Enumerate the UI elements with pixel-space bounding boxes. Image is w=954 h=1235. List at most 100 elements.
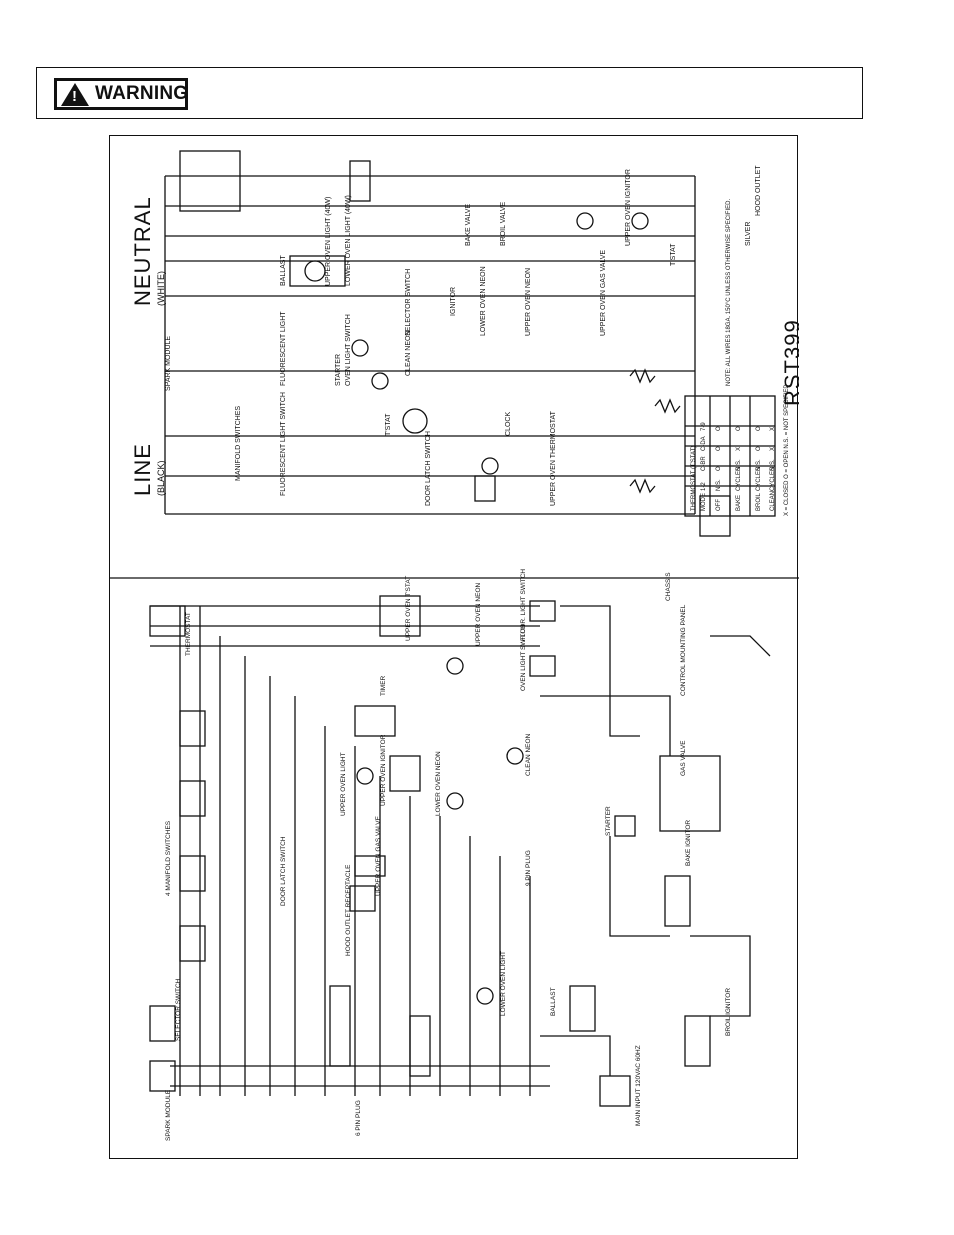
clean-neon-label: CLEAN NEON xyxy=(405,330,412,376)
neutral-subtitle: (WHITE) xyxy=(156,271,166,306)
wiring-upper-oven-ignitor-label: UPPER OVEN IGNITOR xyxy=(380,734,387,806)
wiring-lower-oven-neon-label: LOWER OVEN NEON xyxy=(435,751,442,816)
thermostat-header-3: C-DA xyxy=(701,436,707,451)
model-code: RST399 xyxy=(780,319,799,406)
bake-valve-label: BAKE VALVE xyxy=(465,204,472,246)
warning-banner xyxy=(36,67,863,119)
warning-label: ! WARNING xyxy=(54,78,188,110)
thermostat-header-0: MODE xyxy=(701,493,707,511)
wiring-diagram-frame: LINE (BLACK) NEUTRAL (WHITE) RST399 MANI… xyxy=(109,135,799,1159)
lower-oven-neon-symbol xyxy=(371,372,389,390)
spark-module-wiring xyxy=(149,1060,176,1092)
door-latch-switch-label: DOOR LATCH SWITCH xyxy=(425,431,432,506)
fluor-light-switch xyxy=(529,600,556,622)
lower-oven-neon-bulb xyxy=(446,792,464,810)
tstat-row-3-mode: CLEAN xyxy=(770,491,776,511)
warning-triangle-icon: ! xyxy=(61,82,89,106)
tstat-row-0-c1: N.S. xyxy=(716,479,722,491)
hood-outlet-receptacle xyxy=(349,885,376,912)
spark-module-box xyxy=(349,160,371,202)
wiring-manifold-switches-label: 4 MANIFOLD SWITCHES xyxy=(165,820,172,896)
wiring-ballast-label: BALLAST xyxy=(550,987,557,1016)
thermostat-table-title: THERMOSTAT (T'STAT) xyxy=(691,446,697,511)
wiring-lower-oven-light-label: LOWER OVEN LIGHT xyxy=(500,951,507,1016)
hood-outlet-label: HOOD OUTLET xyxy=(755,165,762,216)
tstat-label-1: T'STAT xyxy=(385,413,392,436)
wiring-gas-valve-label: GAS VALVE xyxy=(680,740,687,776)
schematic-notes: NOTE: ALL WIRES 18GA. 150°C UNLESS OTHER… xyxy=(726,199,732,386)
wiring-control-mounting-panel-label: CONTROL MOUNTING PANEL xyxy=(680,604,687,696)
schematic-tstat-label-2: T'STAT xyxy=(670,243,677,266)
thermostat-legend: X = CLOSED O = OPEN N.S. = NOT SPECIFIED xyxy=(784,384,790,516)
tstat-row-1-c3: X xyxy=(736,447,742,451)
tstat-row-1-mode: BAKE xyxy=(736,495,742,511)
starter-symbol xyxy=(304,260,326,282)
ignitor-label: IGNITOR xyxy=(450,287,457,316)
tstat-row-1-c1: CYCLES xyxy=(736,467,742,491)
broil-ignitor xyxy=(684,1015,711,1067)
wiring-upper-oven-tstat-label: UPPER OVEN T'STAT xyxy=(405,576,412,641)
wiring-chassis-label: CHASSIS xyxy=(665,572,672,601)
tstat-row-3-c1: CYCLES xyxy=(770,467,776,491)
upper-oven-light-symbol xyxy=(576,212,594,230)
tstat-row-0-c4: O xyxy=(716,426,722,431)
tstat-row-0-c2: O xyxy=(716,466,722,471)
clean-neon-bulb xyxy=(506,747,524,765)
wiring-selector-switch-label: SELECTOR SWITCH xyxy=(175,978,182,1041)
starter-box xyxy=(614,815,636,837)
oven-light-switch-label: OVEN LIGHT SWITCH xyxy=(345,314,352,386)
tstat-row-2-c3: O xyxy=(756,446,762,451)
manifold-switch-4 xyxy=(179,925,206,962)
manifold-switch-block xyxy=(179,150,241,212)
upper-oven-ignitor xyxy=(389,755,421,792)
bake-valve-coil xyxy=(629,368,656,384)
clock-label: CLOCK xyxy=(505,412,512,436)
wiring-plug-6pin-label: 6 PIN PLUG xyxy=(355,1100,362,1136)
wiring-plug-9pin-label: 9 PIN PLUG xyxy=(525,850,532,886)
wiring-upper-oven-light-label: UPPER OVEN LIGHT xyxy=(340,752,347,816)
gas-valve-symbol xyxy=(474,475,496,502)
manifold-switches-label: MANIFOLD SWITCHES xyxy=(235,406,242,481)
manifold-switch-1 xyxy=(179,710,206,747)
timer-block xyxy=(354,705,396,737)
tstat-row-2-mode: BROIL xyxy=(756,492,762,511)
clock-symbol xyxy=(402,408,428,434)
wiring-bake-ignitor-label: BAKE IGNITOR xyxy=(685,820,692,866)
bake-ignitor xyxy=(664,875,691,927)
wiring-broil-ignitor-label: BROIL IGNITOR xyxy=(725,988,732,1036)
lower-oven-neon-label: LOWER OVEN NEON xyxy=(480,266,487,336)
wiring-diagram-svg: LINE (BLACK) NEUTRAL (WHITE) RST399 MANI… xyxy=(110,150,799,1141)
line-title: LINE xyxy=(130,443,155,496)
lower-oven-light-label: LOWER OVEN LIGHT (40W) xyxy=(345,195,352,286)
wiring-door-latch-switch-label: DOOR LATCH SWITCH xyxy=(280,836,287,906)
neutral-title: NEUTRAL xyxy=(130,196,155,306)
thermostat-header-4: 7-9 xyxy=(701,422,707,431)
fluorescent-light-switch-label: FLUORESCENT LIGHT SWITCH xyxy=(280,392,287,496)
upper-oven-neon-bulb xyxy=(446,657,464,675)
selector-switch-label: SELECTOR SWITCH xyxy=(405,269,412,336)
upper-oven-gas-valve xyxy=(354,855,386,877)
oven-light-switch xyxy=(529,655,556,677)
upper-oven-neon-symbol xyxy=(481,457,499,475)
selector-switch-wiring xyxy=(149,1005,176,1042)
upper-oven-neon-label: UPPER OVEN NEON xyxy=(525,268,532,336)
thermostat-header-1: 1-2 xyxy=(701,482,707,491)
fluorescent-light-label: FLUORESCENT LIGHT xyxy=(280,311,287,386)
broil-valve-label: BROIL VALVE xyxy=(500,201,507,246)
wiring-upper-oven-neon-label: UPPER OVEN NEON xyxy=(475,582,482,646)
silver-label: SILVER xyxy=(745,222,752,246)
spark-module-label: SPARK MODULE xyxy=(165,336,172,391)
wiring-starter-label: STARTER xyxy=(605,806,612,836)
tstat-row-3-c4: X xyxy=(770,427,776,431)
wiring-clean-neon-label: CLEAN NEON xyxy=(525,733,532,776)
upper-oven-light-bulb xyxy=(356,767,374,785)
wiring-hood-outlet-receptacle-label: HOOD OUTLET RECEPTACLE xyxy=(345,864,352,956)
upper-oven-thermostat-label: UPPER OVEN THERMOSTAT xyxy=(550,410,557,506)
wiring-timer-label: TIMER xyxy=(380,675,387,696)
fluorescent-light-box xyxy=(289,255,346,287)
manifold-switch-2 xyxy=(179,780,206,817)
clean-neon-symbol xyxy=(351,339,369,357)
wiring-fluor-light-switch-label: FLUOR. LIGHT SWITCH xyxy=(520,569,527,641)
starter-label: STARTER xyxy=(335,354,342,386)
broil-valve-coil xyxy=(654,398,681,414)
